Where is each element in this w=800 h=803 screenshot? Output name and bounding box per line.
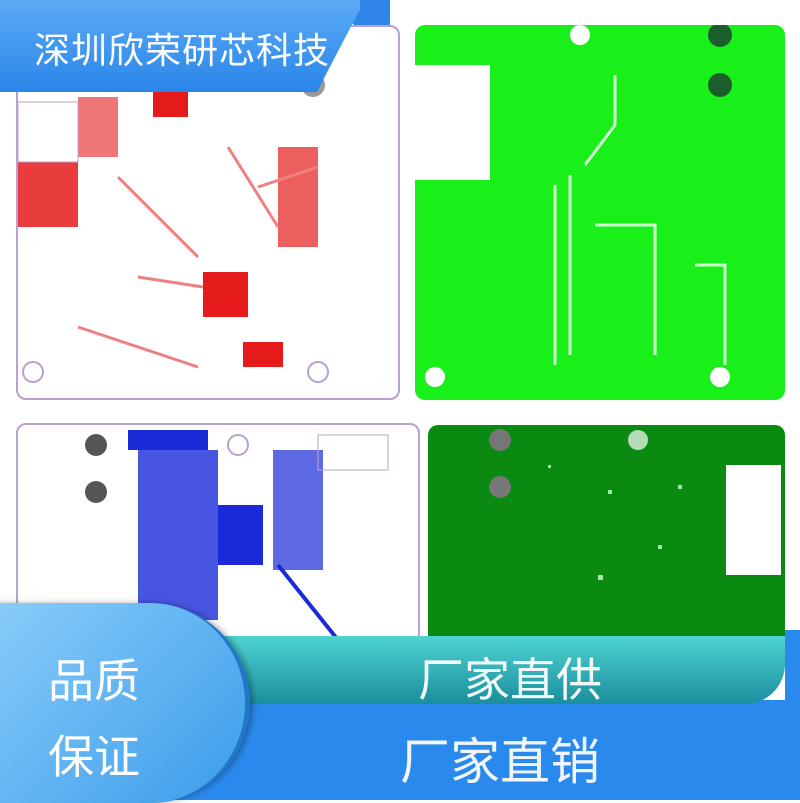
quality-label-line2: 保证	[48, 730, 140, 784]
pcb-blue-traces	[85, 430, 389, 641]
pcb-image-dark-green-layer	[428, 425, 785, 645]
direct-supply-bar: 厂家直供	[150, 636, 785, 707]
pcb-green-traces	[415, 25, 732, 387]
quality-label-line1: 品质	[48, 654, 140, 708]
direct-sales-label: 厂家直销	[400, 733, 600, 791]
direct-supply-label: 厂家直供	[418, 653, 602, 707]
pcb-red-traces	[18, 73, 329, 383]
right-strip	[785, 630, 800, 800]
pcb-dark-green-traces	[489, 429, 781, 580]
company-name: 深圳欣荣研芯科技	[34, 31, 331, 72]
pcb-image-green-layer	[415, 25, 785, 400]
company-banner: 深圳欣荣研芯科技	[0, 0, 360, 92]
quality-badge: 品质 保证	[0, 603, 250, 803]
